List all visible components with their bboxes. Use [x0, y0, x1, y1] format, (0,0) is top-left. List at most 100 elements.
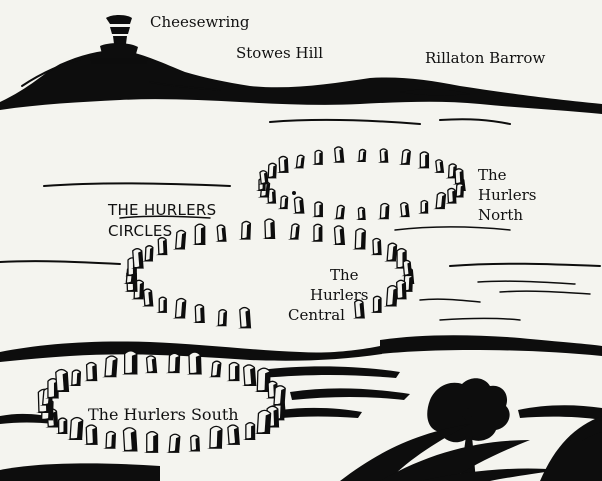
stone-shade [319, 203, 323, 217]
hurlers-central-stones [123, 218, 415, 329]
marker-dot [292, 191, 296, 195]
stone-shade [270, 221, 275, 238]
stone-shade [392, 245, 397, 261]
fern-foreground [340, 416, 602, 481]
stone-shade [377, 298, 381, 312]
stone-shade [246, 223, 251, 239]
stone-shade [92, 364, 97, 381]
stone-shade [440, 194, 446, 209]
stone-shade [162, 239, 167, 255]
stone-shade [200, 306, 205, 322]
stone-shade [439, 161, 444, 172]
label-north-line2: Hurlers [478, 186, 536, 204]
label-rillaton-barrow: Rillaton Barrow [425, 49, 545, 67]
stone-shade [272, 165, 277, 178]
label-central-line3: Central [288, 306, 345, 324]
stone-shade [163, 298, 167, 312]
stone-shade [62, 372, 69, 391]
stone-shade [406, 151, 411, 164]
stone-shade [264, 413, 271, 434]
stone-shade [279, 388, 286, 405]
stone-shade [52, 411, 58, 427]
stone-shade [63, 420, 67, 434]
stone-shade [148, 291, 153, 306]
stone-shade [263, 172, 268, 184]
stone-shade [460, 185, 464, 197]
stone-shade [195, 437, 200, 451]
stone-shade [111, 433, 116, 448]
stone-shade [130, 430, 137, 451]
stone-shade [295, 225, 300, 239]
label-title-line2: CIRCLES [108, 222, 173, 240]
stone-shade [76, 420, 83, 439]
stone-shade [221, 226, 226, 241]
stone-shade [149, 247, 153, 261]
cheesewring-tor [90, 15, 148, 64]
stone-shade [404, 204, 409, 217]
stone-shade [407, 262, 412, 276]
stone-shade [222, 311, 227, 326]
stone-shade [318, 226, 322, 241]
stone-shade [272, 190, 276, 203]
stone-shade [279, 404, 285, 420]
label-stowes-hill: Stowes Hill [236, 44, 323, 62]
stone-shade [265, 183, 270, 197]
label-title-line1: THE HURLERS [107, 201, 216, 219]
stone-shade [401, 282, 406, 299]
stone-shade [377, 240, 381, 255]
stone-shade [360, 231, 366, 249]
stone-shade [174, 436, 180, 452]
stone-shade [153, 434, 158, 452]
stone-shade [424, 202, 428, 213]
stone-shade [284, 158, 288, 172]
stone-shade [340, 207, 345, 219]
label-cheesewring: Cheesewring [150, 13, 250, 31]
stone-shade [452, 190, 456, 203]
hurlers-north-stones [256, 146, 466, 220]
stone-shade [180, 232, 186, 249]
stone-shade [174, 355, 180, 373]
label-north-line1: The [478, 166, 507, 184]
stone-shade [392, 288, 398, 306]
stone-shade [76, 372, 81, 386]
stone-shade [131, 353, 137, 374]
stone-shade [459, 170, 464, 184]
label-south: The Hurlers South [88, 405, 239, 424]
stone-shade [284, 197, 288, 209]
stone-shade [362, 151, 366, 161]
stone-shade [300, 156, 305, 168]
stone-shade [216, 429, 222, 448]
stone-shade [245, 309, 251, 328]
hill-skyline [0, 50, 602, 114]
label-central-line1: The [330, 266, 359, 284]
stone-shade [384, 150, 388, 162]
label-north-line3: North [478, 206, 523, 224]
stone-shade [200, 226, 205, 245]
stone-shade [359, 302, 365, 318]
stone-shade [425, 153, 429, 168]
stone-shade [385, 205, 389, 219]
stone-shade [339, 228, 345, 245]
foreground-bands [0, 335, 602, 481]
stone-shade [251, 424, 255, 439]
terrain-strokes [0, 118, 601, 321]
stone-shade [273, 408, 279, 427]
stone-shade [250, 367, 256, 386]
stone-shade [408, 276, 413, 291]
stone-shade [92, 427, 97, 444]
stone-shade [216, 363, 221, 377]
stone-shade [299, 199, 304, 213]
stone-shade [235, 364, 239, 381]
stone-shade [139, 282, 144, 299]
stone-shade [319, 152, 323, 164]
stone-shade [195, 354, 202, 374]
stone-shade [233, 427, 240, 444]
stone-shade [111, 358, 117, 377]
stone-shade [138, 250, 143, 268]
label-central-line2: Hurlers [310, 286, 368, 304]
hurlers-south-stones [35, 350, 286, 453]
stone-shade [180, 300, 186, 318]
stone-shade [362, 209, 365, 219]
stone-shade [151, 358, 157, 373]
